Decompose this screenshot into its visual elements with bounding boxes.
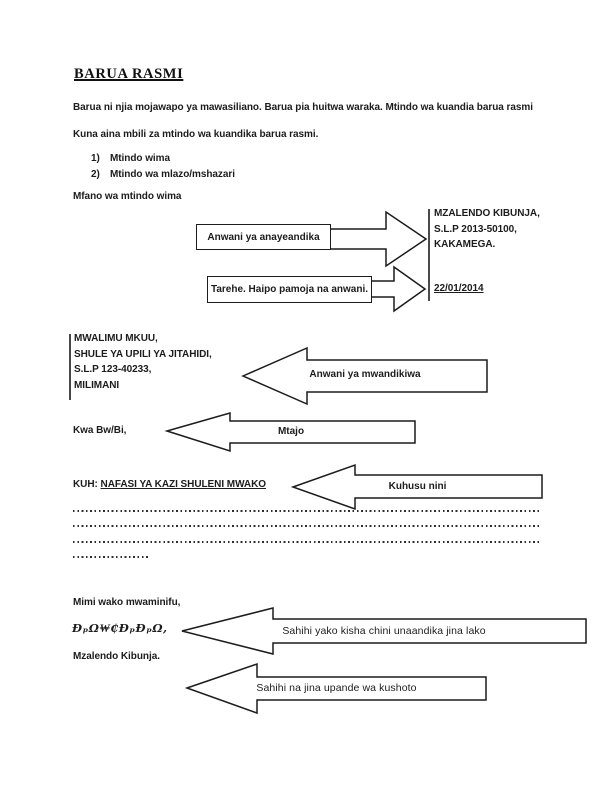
- subject-label: Kuhusu nini: [388, 481, 447, 492]
- subject-line: KUH: NAFASI YA KAZI SHULENI MWAKO: [73, 479, 266, 490]
- sender-name: Mzalendo Kibunja.: [73, 651, 160, 662]
- signature-scribble: ÐₚΩ₩₵ÐₚÐₚΩ,: [72, 621, 168, 635]
- dotted-writing-line: [73, 510, 540, 513]
- salutation: Kwa Bw/Bi,: [73, 425, 127, 436]
- arrow-right-sender-address: [329, 210, 428, 268]
- sender-address-label-box: Anwani ya anayeandika: [196, 224, 331, 250]
- list-item: 2) Mtindo wa mlazo/mshazari: [91, 167, 235, 183]
- style-list: 1) Mtindo wima 2) Mtindo wa mlazo/mshaza…: [91, 151, 235, 182]
- signature-position-label: Sahihi na jina upande wa kushoto: [256, 682, 417, 694]
- subject-prefix: KUH:: [73, 479, 98, 490]
- sender-address-block: MZALENDO KIBUNJA, S.L.P 2013-50100, KAKA…: [434, 206, 540, 253]
- list-item-number: 1): [91, 153, 100, 164]
- arrow-right-date: [370, 265, 427, 313]
- recipient-label: Anwani ya mwandikiwa: [309, 369, 421, 380]
- intro-paragraph-1: Barua ni njia mojawapo ya mawasiliano. B…: [73, 102, 533, 113]
- sender-address-line: MZALENDO KIBUNJA,: [434, 208, 540, 219]
- recipient-address-block: MWALIMU MKUU, SHULE YA UPILI YA JITAHIDI…: [74, 331, 212, 393]
- dotted-writing-line: [73, 541, 540, 544]
- closing-line: Mimi wako mwaminifu,: [73, 597, 181, 608]
- subject-text: NAFASI YA KAZI SHULENI MWAKO: [100, 479, 267, 490]
- signature-label: Sahihi yako kisha chini unaandika jina l…: [282, 625, 486, 637]
- list-item-text: Mtindo wa mlazo/mshazari: [110, 168, 235, 180]
- recipient-address-line: S.L.P 123-40233,: [74, 364, 152, 375]
- list-item-number: 2): [91, 168, 100, 180]
- recipient-address-line: MWALIMU MKUU,: [74, 333, 158, 344]
- date-label-box: Tarehe. Haipo pamoja na anwani.: [207, 276, 372, 303]
- example-heading: Mfano wa mtindo wima: [73, 191, 182, 202]
- salutation-label: Mtajo: [277, 426, 305, 437]
- sender-address-line: S.L.P 2013-50100,: [434, 223, 517, 235]
- recipient-address-line: MILIMANI: [74, 379, 120, 391]
- list-item-text: Mtindo wima: [110, 153, 171, 164]
- sender-address-line: KAKAMEGA.: [434, 239, 496, 250]
- intro-paragraph-2: Kuna aina mbili za mtindo wa kuandika ba…: [73, 129, 319, 140]
- dotted-writing-line: [73, 556, 149, 559]
- list-item: 1) Mtindo wima: [91, 151, 235, 167]
- page-title: BARUA RASMI: [74, 66, 184, 82]
- letter-date: 22/01/2014: [434, 283, 484, 294]
- recipient-address-line: SHULE YA UPILI YA JITAHIDI,: [74, 348, 212, 360]
- dotted-writing-line: [73, 525, 540, 528]
